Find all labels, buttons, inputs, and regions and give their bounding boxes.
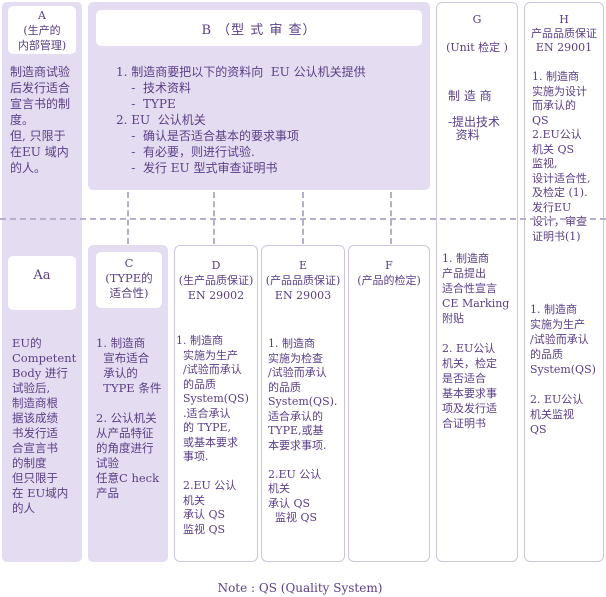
module-d-text: 1. 制造商 实施为生产 /试验而承认 的品质 System(QS) .适合承认…	[176, 334, 249, 536]
module-c-title: C (TYPE的 适合性)	[96, 252, 162, 308]
connector-b-to-c	[127, 192, 129, 244]
module-h-text: 1. 制造商 实施为设计 而承认的 QS 2.EU公认 机关 QS 监视, 设计…	[532, 70, 591, 243]
module-g-panel	[436, 2, 518, 562]
module-a-text: 制造商试验 后发行适合 宣言书的制 度。 但, 只限于 在EU 域内 的人。	[10, 65, 71, 175]
module-b-title: B （型 式 审 查）	[96, 10, 422, 46]
module-h-lower-text: 1. 制造商 实施为生产 /试验而承认 的品质 System(QS) 2. EU…	[530, 303, 596, 436]
module-g-lower-text: 1. 制造商 产品提出 适合性宣言 CE Marking 附贴 2. EU公认 …	[442, 252, 510, 430]
module-e-title: E (产品品质保证) EN 29003	[265, 259, 341, 302]
module-c-text: 1. 制造商 宣布适合 承认的 TYPE 条件 2. 公认机关 从产品特征 的角…	[96, 336, 162, 500]
connector-b-to-d	[213, 192, 215, 244]
module-a-title: A (生产的 内部管理)	[8, 6, 76, 54]
module-g-text: 制 造 商 -提出技术 资料	[448, 89, 501, 142]
module-d-panel	[174, 245, 258, 562]
module-e-panel	[261, 245, 345, 562]
module-b-text: 1. 制造商要把以下的资料向 EU 公认机关提供 - 技术资料 - TYPE 2…	[116, 65, 366, 175]
connector-b-to-e	[302, 192, 304, 244]
module-f-panel	[348, 245, 430, 562]
module-e-text: 1. 制造商 实施为检查 /试验而承认 的品质 System(QS). 适合承认…	[268, 337, 338, 524]
module-d-title: D (生产品质保证) EN 29002	[178, 259, 254, 302]
module-g-title: G (Unit 检定 )	[446, 13, 508, 54]
footnote: Note : QS (Quality System)	[217, 581, 383, 595]
module-f-title: F (产品的检定)	[357, 259, 421, 287]
module-h-title: H 产品品质保证 EN 29001	[531, 13, 597, 54]
module-aa-title: Aa	[8, 256, 76, 310]
connector-b-to-f	[390, 192, 392, 244]
module-h-panel	[524, 2, 604, 562]
module-aa-text: EU的 Competent Body 进行 试验后, 制造商根 据该成绩 书发行…	[12, 336, 77, 515]
